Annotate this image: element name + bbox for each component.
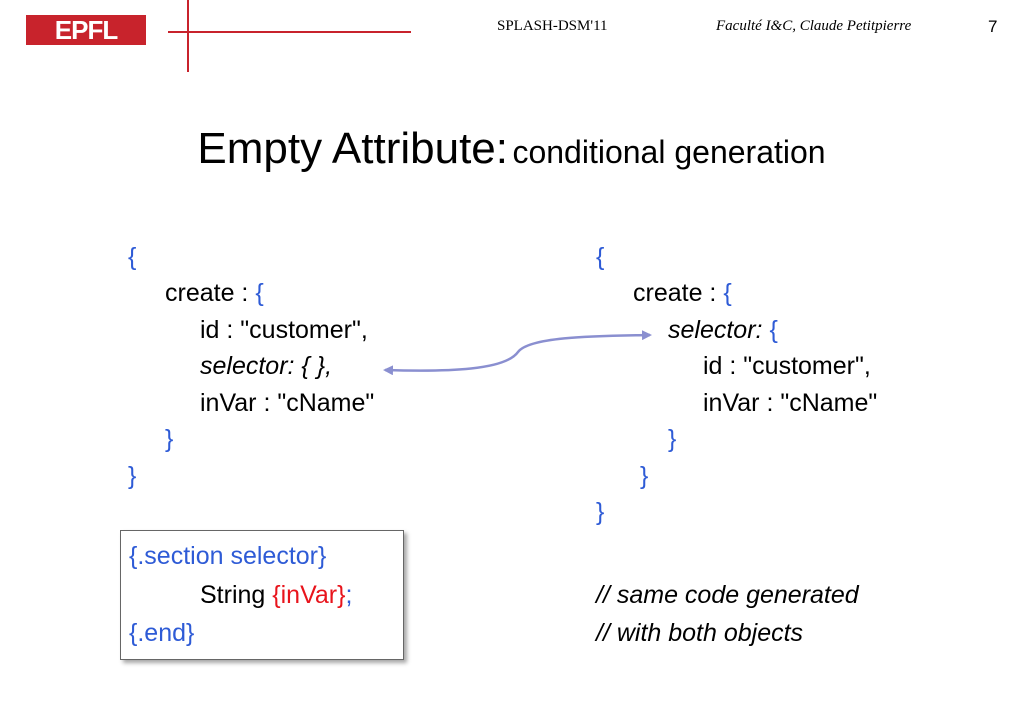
right-id-line: id : "customer", [703,352,871,380]
title-sub: conditional generation [512,134,826,170]
right-selector-brace: { [769,316,778,344]
template-box [120,530,404,660]
right-outer-close-brace: } [596,498,605,526]
template-section-line: {.section selector} [129,542,327,570]
slide-title: Empty Attribute: conditional generation [0,124,1023,174]
right-create-close-brace: } [640,462,649,490]
left-selector-line: selector: { }, [200,352,333,380]
template-semicolon: ; [345,581,353,609]
right-selector-close-brace: } [668,425,677,453]
arrow-path [383,330,652,376]
template-string-line: String {inVar}; [200,577,352,614]
left-inner-close-brace: } [165,425,174,453]
right-open-brace: { [596,243,605,271]
right-selector-text: selector: [668,316,770,344]
header-vertical-rule [187,0,189,72]
title-main: Empty Attribute: [197,124,508,173]
template-string-text: String [200,581,273,609]
left-open-brace: { [128,243,137,271]
left-create-text: create : [165,279,256,307]
template-invar: {inVar} [272,581,346,609]
right-create-line: create : { [633,275,732,312]
right-invar-line: inVar : "cName" [703,389,878,417]
comment-line-1: // same code generated [596,581,859,609]
right-selector-line: selector: { [668,312,778,349]
slide-number: 7 [988,17,998,36]
left-outer-close-brace: } [128,462,137,490]
left-id-line: id : "customer", [200,316,368,344]
comment-line-2: // with both objects [596,619,804,647]
header-horizontal-rule [168,31,411,33]
faculty-label: Faculté I&C, Claude Petitpierre [716,18,912,34]
template-end-line: {.end} [129,619,195,647]
left-create-line: create : { [165,275,264,312]
left-create-brace: { [255,279,264,307]
right-create-brace: { [723,279,732,307]
epfl-logo-text: EPFL [54,15,118,45]
epfl-logo: EPFL [26,15,146,45]
conference-label: SPLASH-DSM'11 [497,18,608,34]
right-create-text: create : [633,279,724,307]
left-invar-line: inVar : "cName" [200,389,375,417]
